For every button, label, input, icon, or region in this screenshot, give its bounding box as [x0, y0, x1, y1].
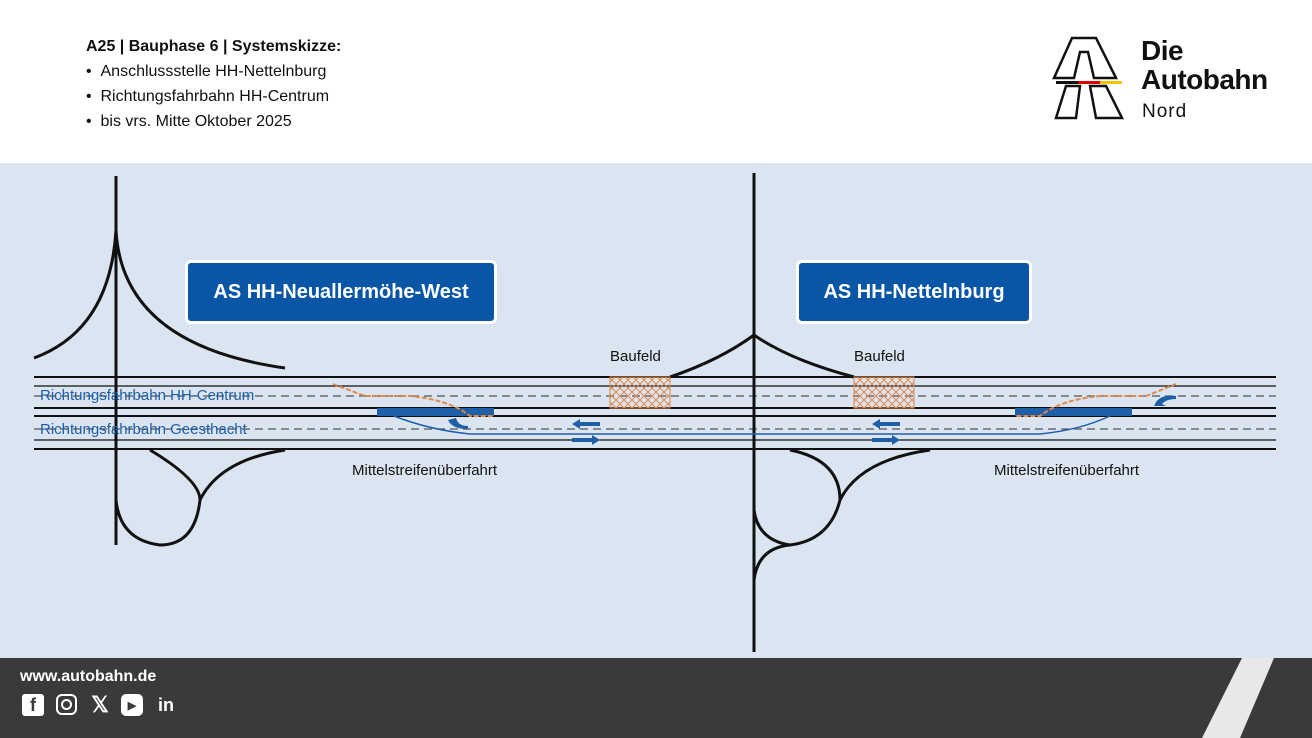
baufeld-area-left	[609, 376, 671, 409]
header: A25 | Bauphase 6 | Systemskizze: • Ansch…	[0, 0, 1312, 163]
footer	[0, 658, 1312, 738]
closure-right	[1015, 408, 1132, 416]
bullet: • bis vrs. Mitte Oktober 2025	[86, 113, 292, 130]
baufeld-area-right	[853, 376, 915, 409]
facebook-icon[interactable]: f	[22, 694, 44, 716]
bullet: • Richtungsfahrbahn HH-Centrum	[86, 88, 330, 105]
crossover-label: Mittelstreifenüberfahrt	[994, 462, 1140, 479]
crossover-label: Mittelstreifenüberfahrt	[352, 462, 498, 479]
road-label-geesthacht: Richtungsfahrbahn Geesthacht	[40, 421, 247, 438]
closure-left	[377, 408, 494, 416]
diagram: AS HH-Neuallermöhe-West AS HH-Nettelnbur…	[0, 163, 1312, 658]
baufeld-label: Baufeld	[854, 348, 905, 365]
road-label-hh-centrum: Richtungsfahrbahn HH-Centrum	[40, 387, 255, 404]
instagram-icon[interactable]	[56, 694, 77, 715]
x-icon[interactable]: 𝕏	[91, 692, 109, 717]
traffic-arrows	[448, 395, 1176, 445]
road-network	[33, 173, 1276, 652]
logo-subtitle: Nord	[1142, 101, 1188, 122]
autobahn-logo-icon	[1052, 36, 1125, 120]
youtube-icon[interactable]: ▶	[121, 694, 143, 716]
sign-as-neuallermoehe-west: AS HH-Neuallermöhe-West	[185, 260, 497, 324]
baufeld-label: Baufeld	[610, 348, 661, 365]
road-stripe-icon	[1202, 658, 1274, 738]
bullet: • Anschlussstelle HH-Nettelnburg	[86, 63, 327, 80]
linkedin-icon[interactable]: in	[158, 694, 174, 715]
website-link[interactable]: www.autobahn.de	[20, 668, 157, 685]
page-title: A25 | Bauphase 6 | Systemskizze:	[86, 38, 342, 55]
sign-as-nettelnburg: AS HH-Nettelnburg	[796, 260, 1032, 324]
